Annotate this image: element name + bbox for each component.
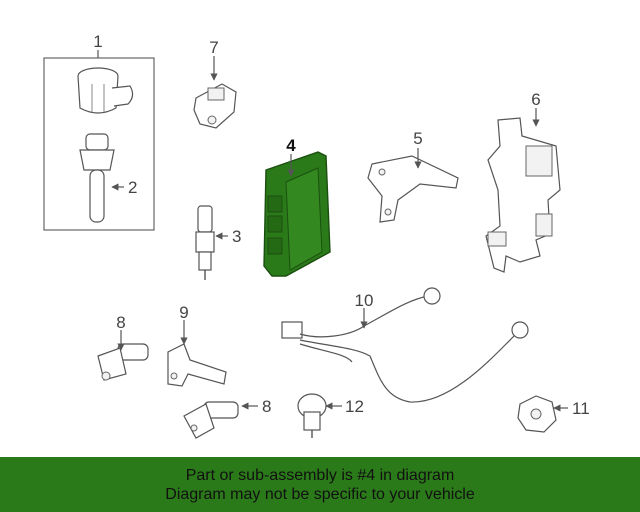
sensor-part-12[interactable]: [297, 393, 342, 438]
sensor-part-7[interactable]: [193, 56, 237, 129]
callout-7: 7: [209, 38, 218, 57]
callout-6: 6: [531, 90, 540, 109]
ecm-module-part-4[interactable]: [263, 151, 331, 277]
info-banner: Part or sub-assembly is #4 in diagram Di…: [0, 457, 640, 512]
sensor-part-8-upper[interactable]: [97, 330, 149, 381]
callout-12: 12: [345, 397, 364, 416]
callout-11: 11: [572, 399, 590, 418]
callout-3: 3: [232, 227, 241, 246]
callout-8-lower: 8: [262, 397, 271, 416]
callout-10: 10: [355, 291, 374, 310]
callout-4: 4: [286, 136, 296, 155]
callout-1: 1: [93, 32, 102, 51]
callout-5: 5: [413, 129, 422, 148]
callout-8-upper: 8: [116, 313, 125, 332]
sensor-part-8-lower[interactable]: [183, 401, 258, 439]
banner-line-2: Diagram may not be specific to your vehi…: [165, 485, 475, 503]
ignition-coil-group[interactable]: [43, 50, 155, 231]
spark-plug-part-3[interactable]: [195, 205, 228, 280]
ignition-coil-part-2[interactable]: [79, 133, 115, 223]
banner-line-1: Part or sub-assembly is #4 in diagram: [185, 466, 455, 484]
sensor-part-9[interactable]: [167, 320, 227, 387]
ignition-coil-part-1[interactable]: [77, 67, 134, 114]
callout-2: 2: [128, 178, 137, 197]
wiring-harness-part-10[interactable]: [281, 287, 529, 403]
parts-diagram: 1 2 3 4 5 6 7: [43, 32, 590, 439]
callout-9: 9: [179, 303, 188, 322]
sensor-part-11[interactable]: [517, 395, 568, 433]
bracket-part-5[interactable]: [367, 148, 459, 223]
bracket-part-6[interactable]: [485, 108, 561, 273]
